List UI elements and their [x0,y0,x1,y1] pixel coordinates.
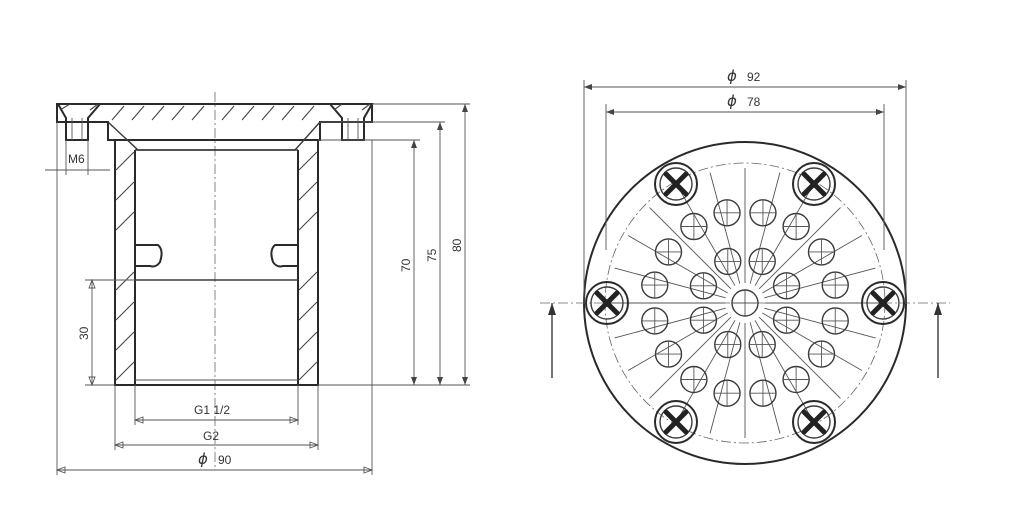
dim-m6-label: M6 [68,152,85,166]
section-view: M6 G1 1/2 G2 ϕ 90 [45,92,470,475]
grate-hole [714,247,742,276]
dim-h70: 70 [399,140,417,385]
dim-d92: ϕ 92 [584,67,906,90]
grate-hole [680,212,708,241]
flange-hatching [111,105,315,121]
dim-h80: 80 [450,104,468,385]
dim-h30: 30 [77,278,135,387]
radial-line [677,320,736,421]
radial-line [749,322,781,434]
radial-line [627,235,728,294]
grate-hole [689,272,718,300]
radial-line [627,312,728,371]
radial-lines [610,168,880,438]
screw-head [585,281,629,325]
dim-m6: M6 [45,140,110,175]
dim-g2-label: G2 [203,429,219,443]
section-arrow-right [934,303,942,378]
screws [585,162,905,444]
radial-line [709,172,741,284]
grate-hole [680,365,708,394]
grate-hole [731,289,759,317]
grate-hole [713,199,741,227]
radial-line [764,307,876,339]
grate-hole [782,212,810,241]
grate-hole [748,330,776,359]
radial-line [614,307,726,339]
grate-hole [807,340,836,368]
dim-d78: ϕ 78 [606,92,884,115]
grate-hole [782,365,810,394]
screw-head [654,162,698,206]
dim-h30-label: 30 [77,326,91,340]
radial-line [749,172,781,284]
notch-left [135,244,163,268]
grate-hole [821,271,849,299]
top-view: ϕ 92 ϕ 78 [540,67,950,465]
radial-line [649,316,732,399]
radial-line [754,185,813,286]
grate-hole [772,272,801,300]
dim-g2: G2 [113,429,320,449]
wall-hatching-left [115,151,135,381]
radial-line [614,267,726,299]
flange-bevel [107,121,321,151]
dim-d90-label: 90 [218,453,232,467]
radial-line [764,267,876,299]
section-arrow-left [548,303,556,378]
grate-hole [654,238,683,266]
dim-d92-phi: ϕ [727,67,737,85]
wall-hatching-right [298,151,318,381]
radial-line [758,316,841,399]
dim-h75-label: 75 [425,248,439,262]
dim-d92-label: 92 [747,70,761,84]
screw-head [792,162,836,206]
radial-line [649,207,732,290]
grate-holes [641,199,849,407]
radial-line [762,312,863,371]
grate-hole [748,247,776,276]
grate-hole [714,330,742,359]
notch-right [270,244,298,268]
dim-h70-label: 70 [399,258,413,272]
radial-line [762,235,863,294]
screw-head [792,400,836,444]
radial-line [677,185,736,286]
dim-d90: ϕ 90 [55,450,374,474]
grate-hole [641,307,669,335]
radial-line [758,207,841,290]
dim-g112: G1 1/2 [133,403,300,424]
grate-hole [689,306,718,334]
screw-head [861,281,905,325]
dim-d78-label: 78 [747,95,761,109]
grate-hole [749,379,777,407]
dim-h80-label: 80 [450,238,464,252]
dim-g112-label: G1 1/2 [194,403,230,417]
dim-h75: 75 [425,122,443,385]
radial-line [709,322,741,434]
grate-hole [641,271,669,299]
grate-hole [654,340,683,368]
grate-hole [772,306,801,334]
radial-line [754,320,813,421]
grate-hole [713,379,741,407]
screw-head [654,400,698,444]
dim-d78-phi: ϕ [727,92,737,110]
grate-hole [821,307,849,335]
dim-d90-phi: ϕ [198,450,208,468]
grate-hole [749,199,777,227]
grate-hole [807,238,836,266]
